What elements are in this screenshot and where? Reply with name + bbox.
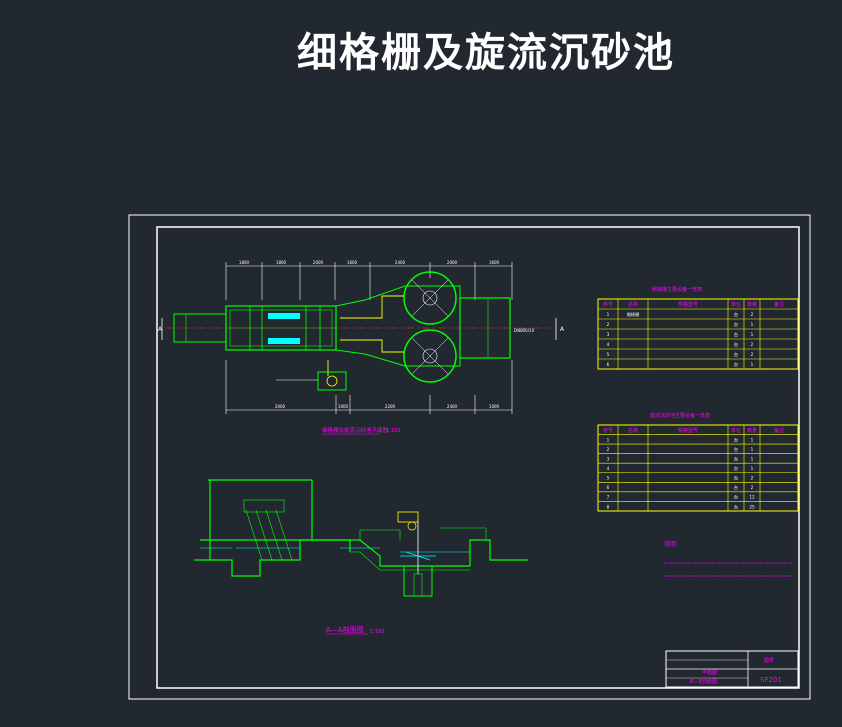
section-caption: A—A剖面图 bbox=[326, 625, 364, 634]
table2-header: 数量 bbox=[747, 427, 757, 434]
page-title: 细格栅及旋流沉砂池 bbox=[297, 30, 675, 76]
table2-header: 序号 bbox=[603, 427, 613, 434]
table2-cell: 3 bbox=[607, 457, 610, 462]
table1-title: 细格栅主要设备一览表 bbox=[652, 286, 702, 293]
table1-cell: 5 bbox=[607, 352, 610, 357]
outlet-label: DN800/10 bbox=[514, 328, 535, 333]
table2-cell: 25 bbox=[749, 504, 755, 509]
dim-bottom-3: 2200 bbox=[385, 404, 396, 409]
table2-header: 单位 bbox=[731, 427, 741, 434]
table2-cell: 台 bbox=[734, 503, 738, 510]
title-block-section: B—B剖面图 bbox=[690, 678, 717, 685]
table1-cell: 6 bbox=[607, 362, 610, 367]
table1-cell: 2 bbox=[751, 342, 754, 347]
dim-bottom-4: 2400 bbox=[447, 404, 458, 409]
table2-cell: 8 bbox=[607, 504, 610, 509]
table2-cell: 6 bbox=[607, 485, 610, 490]
table1-cell: 台 bbox=[734, 351, 738, 358]
table1-cell: 2 bbox=[607, 322, 610, 327]
title-block-label: 图号 bbox=[764, 658, 774, 664]
table2-cell: 2 bbox=[607, 447, 610, 452]
section-mark-right: A bbox=[560, 326, 565, 333]
dim-top-2: 1800 bbox=[276, 260, 287, 265]
table2-header: 规格型号 bbox=[678, 427, 698, 434]
dim-bottom-2: 1000 bbox=[338, 404, 349, 409]
title-block-drawing-no: SF201 bbox=[760, 676, 782, 684]
table2-cell: 2 bbox=[751, 485, 754, 490]
section-mark-left: A bbox=[158, 326, 163, 333]
table1-cell: 2 bbox=[751, 352, 754, 357]
table2-cell: 7 bbox=[607, 495, 610, 500]
table1-header: 名称 bbox=[628, 301, 638, 308]
plan-view: 1800 1800 2000 1600 2400 2000 1600 bbox=[158, 260, 565, 435]
table2-cell: 1 bbox=[751, 437, 754, 442]
table1-header: 数量 bbox=[747, 301, 757, 308]
table1-cell: 4 bbox=[607, 342, 610, 347]
table2-cell: 5 bbox=[607, 476, 610, 481]
table2-header: 备注 bbox=[774, 427, 784, 434]
table1-cell: 细格栅 bbox=[627, 311, 640, 318]
table1-cell: 台 bbox=[734, 361, 738, 368]
notes-heading: 说明 bbox=[664, 540, 676, 548]
table1-cell: 3 bbox=[607, 332, 610, 337]
table2-cell: 台 bbox=[734, 465, 738, 472]
table2-cell: 1 bbox=[751, 466, 754, 471]
vortex-chamber-1 bbox=[403, 271, 457, 325]
plan-caption: 细格栅及旋流沉砂池平面图 bbox=[322, 426, 389, 434]
table1-header: 规格型号 bbox=[678, 301, 698, 308]
title-block: 平面图 B—B剖面图 图号 SF201 bbox=[665, 650, 799, 688]
dim-top-3: 2000 bbox=[313, 260, 324, 265]
dim-bottom-1: 2000 bbox=[275, 404, 286, 409]
table2-cell: 4 bbox=[607, 466, 610, 471]
table2-cell: 台 bbox=[734, 484, 738, 491]
fine-screen-2 bbox=[268, 338, 300, 344]
dim-top-1: 1800 bbox=[239, 260, 250, 265]
sheet-outer-frame bbox=[128, 214, 811, 700]
table2-cell: 台 bbox=[734, 475, 738, 482]
dim-top-4: 1600 bbox=[347, 260, 358, 265]
sheet-inner-frame bbox=[156, 226, 800, 689]
table1-header: 序号 bbox=[603, 301, 613, 308]
fine-screen-1 bbox=[268, 313, 300, 319]
dim-top-6: 2000 bbox=[447, 260, 458, 265]
section-view: A—A剖面图 1:150 bbox=[194, 479, 528, 635]
table1-cell: 台 bbox=[734, 331, 738, 338]
plan-scale: 1:100 bbox=[386, 428, 400, 434]
table2-cell: 台 bbox=[734, 436, 738, 443]
table1-cell: 1 bbox=[751, 332, 754, 337]
dim-top-5: 2400 bbox=[395, 260, 406, 265]
table1-cell: 1 bbox=[607, 312, 610, 317]
table2-cell: 台 bbox=[734, 494, 738, 501]
title-block-drawing-name: 平面图 bbox=[702, 670, 717, 676]
table1-cell: 台 bbox=[734, 341, 738, 348]
table2-title: 旋流沉砂池主要设备一览表 bbox=[650, 412, 710, 419]
section-scale: 1:150 bbox=[370, 629, 384, 635]
table1-cell: 台 bbox=[734, 311, 738, 318]
table2-cell: 台 bbox=[734, 456, 738, 463]
table1-header: 单位 bbox=[731, 301, 741, 308]
dim-bottom-5: 1000 bbox=[489, 404, 500, 409]
table1-header: 备注 bbox=[774, 301, 784, 308]
table2-cell: 12 bbox=[749, 495, 755, 500]
table1-cell: 台 bbox=[734, 321, 738, 328]
table1-cell: 1 bbox=[751, 322, 754, 327]
table2-cell: 1 bbox=[751, 447, 754, 452]
table1-cell: 1 bbox=[751, 362, 754, 367]
table2-cell: 2 bbox=[751, 476, 754, 481]
table2-cell: 台 bbox=[734, 446, 738, 453]
table2-cell: 1 bbox=[607, 437, 610, 442]
table2-header: 名称 bbox=[628, 427, 638, 434]
notes: 说明 bbox=[664, 540, 792, 577]
vortex-chamber-2 bbox=[403, 329, 457, 383]
table2-cell: 1 bbox=[751, 457, 754, 462]
dim-top-7: 1600 bbox=[489, 260, 500, 265]
table1-cell: 2 bbox=[751, 312, 754, 317]
